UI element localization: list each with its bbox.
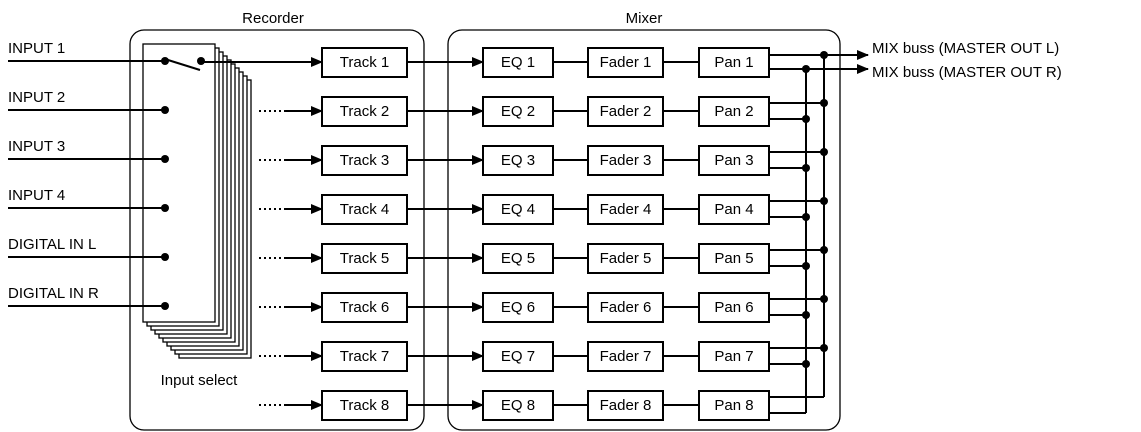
eq-box-6 [482,292,554,323]
track-label-3: Track 3 [340,152,389,169]
pan-label-3: Pan 3 [714,152,753,169]
pan-box-6 [698,292,770,323]
track-label-5: Track 5 [340,250,389,267]
bus-node-l-4 [820,197,828,205]
pan-label-1: Pan 1 [714,54,753,71]
track-label-6: Track 6 [340,299,389,316]
eq-label-6: EQ 6 [501,299,535,316]
fader-label-2: Fader 2 [600,103,652,120]
channel-strips: Track 1 EQ 1 Fader 1 Pan 1 Track 2 EQ 2 Fader … [201,47,770,421]
fader-label-5: Fader 5 [600,250,652,267]
fader-label-1: Fader 1 [600,54,652,71]
bus-node-r-5 [802,262,810,270]
eq-box-8 [482,390,554,421]
bus-node-l-1 [820,51,828,59]
input-node-5 [161,253,169,261]
bus-node-r-3 [802,164,810,172]
pan-box-8 [698,390,770,421]
track-box-8 [321,390,408,421]
switch-blade [167,59,201,71]
input-label-3: INPUT 3 [8,138,65,155]
input-select-switch-bank [142,43,252,359]
eq-label-4: EQ 4 [501,201,535,218]
bus-node-r-6 [802,311,810,319]
fader-box-3 [587,145,664,176]
input-node-4 [161,204,169,212]
input-label-4: INPUT 4 [8,187,65,204]
track-label-8: Track 8 [340,397,389,414]
switch-layer-1 [142,43,216,323]
eq-label-3: EQ 3 [501,152,535,169]
bus-node-r-7 [802,360,810,368]
eq-label-2: EQ 2 [501,103,535,120]
pan-label-5: Pan 5 [714,250,753,267]
fader-label-8: Fader 8 [600,397,652,414]
bus-node-r-4 [802,213,810,221]
recorder-section [129,29,425,431]
pan-label-8: Pan 8 [714,397,753,414]
eq-box-2 [482,96,554,127]
inputs: INPUT 1 INPUT 2 INPUT 3 INPUT 4 DIGITAL … [8,40,205,310]
input-node-2 [161,106,169,114]
track-box-4 [321,194,408,225]
fader-box-1 [587,47,664,78]
fader-label-3: Fader 3 [600,152,652,169]
bus-node-l-7 [820,344,828,352]
fader-label-7: Fader 7 [600,348,652,365]
pan-label-4: Pan 4 [714,201,753,218]
recorder-title: Recorder [242,10,304,27]
pan-label-7: Pan 7 [714,348,753,365]
track-box-1 [321,47,408,78]
input-label-digital-l: DIGITAL IN L [8,236,96,253]
pan-label-2: Pan 2 [714,103,753,120]
pan-box-2 [698,96,770,127]
fader-label-6: Fader 6 [600,299,652,316]
eq-label-7: EQ 7 [501,348,535,365]
track-label-4: Track 4 [340,201,389,218]
input-label-2: INPUT 2 [8,89,65,106]
track-label-1: Track 1 [340,54,389,71]
pan-box-3 [698,145,770,176]
bus-node-l-3 [820,148,828,156]
bus-node-r-1 [802,65,810,73]
input-node-3 [161,155,169,163]
input-node-6 [161,302,169,310]
eq-label-8: EQ 8 [501,397,535,414]
eq-box-7 [482,341,554,372]
fader-box-2 [587,96,664,127]
track-box-3 [321,145,408,176]
output-label-r: MIX buss (MASTER OUT R) [872,64,1062,81]
pan-box-7 [698,341,770,372]
track-label-2: Track 2 [340,103,389,120]
output-label-l: MIX buss (MASTER OUT L) [872,40,1059,57]
eq-label-5: EQ 5 [501,250,535,267]
mix-bus [769,50,869,414]
bus-node-l-6 [820,295,828,303]
fader-box-5 [587,243,664,274]
mixer-title: Mixer [626,10,663,27]
track-label-7: Track 7 [340,348,389,365]
eq-box-4 [482,194,554,225]
input-label-1: INPUT 1 [8,40,65,57]
pan-box-1 [698,47,770,78]
pan-label-6: Pan 6 [714,299,753,316]
fader-box-8 [587,390,664,421]
fader-box-6 [587,292,664,323]
input-node-1 [161,57,169,65]
track-box-2 [321,96,408,127]
pan-box-4 [698,194,770,225]
input-select-label: Input select [161,372,239,389]
bus-node-l-2 [820,99,828,107]
input-label-digital-r: DIGITAL IN R [8,285,99,302]
bus-node-r-2 [802,115,810,123]
eq-box-1 [482,47,554,78]
fader-label-4: Fader 4 [600,201,652,218]
eq-label-1: EQ 1 [501,54,535,71]
bus-node-l-5 [820,246,828,254]
mixer-section [447,29,841,431]
pan-box-5 [698,243,770,274]
